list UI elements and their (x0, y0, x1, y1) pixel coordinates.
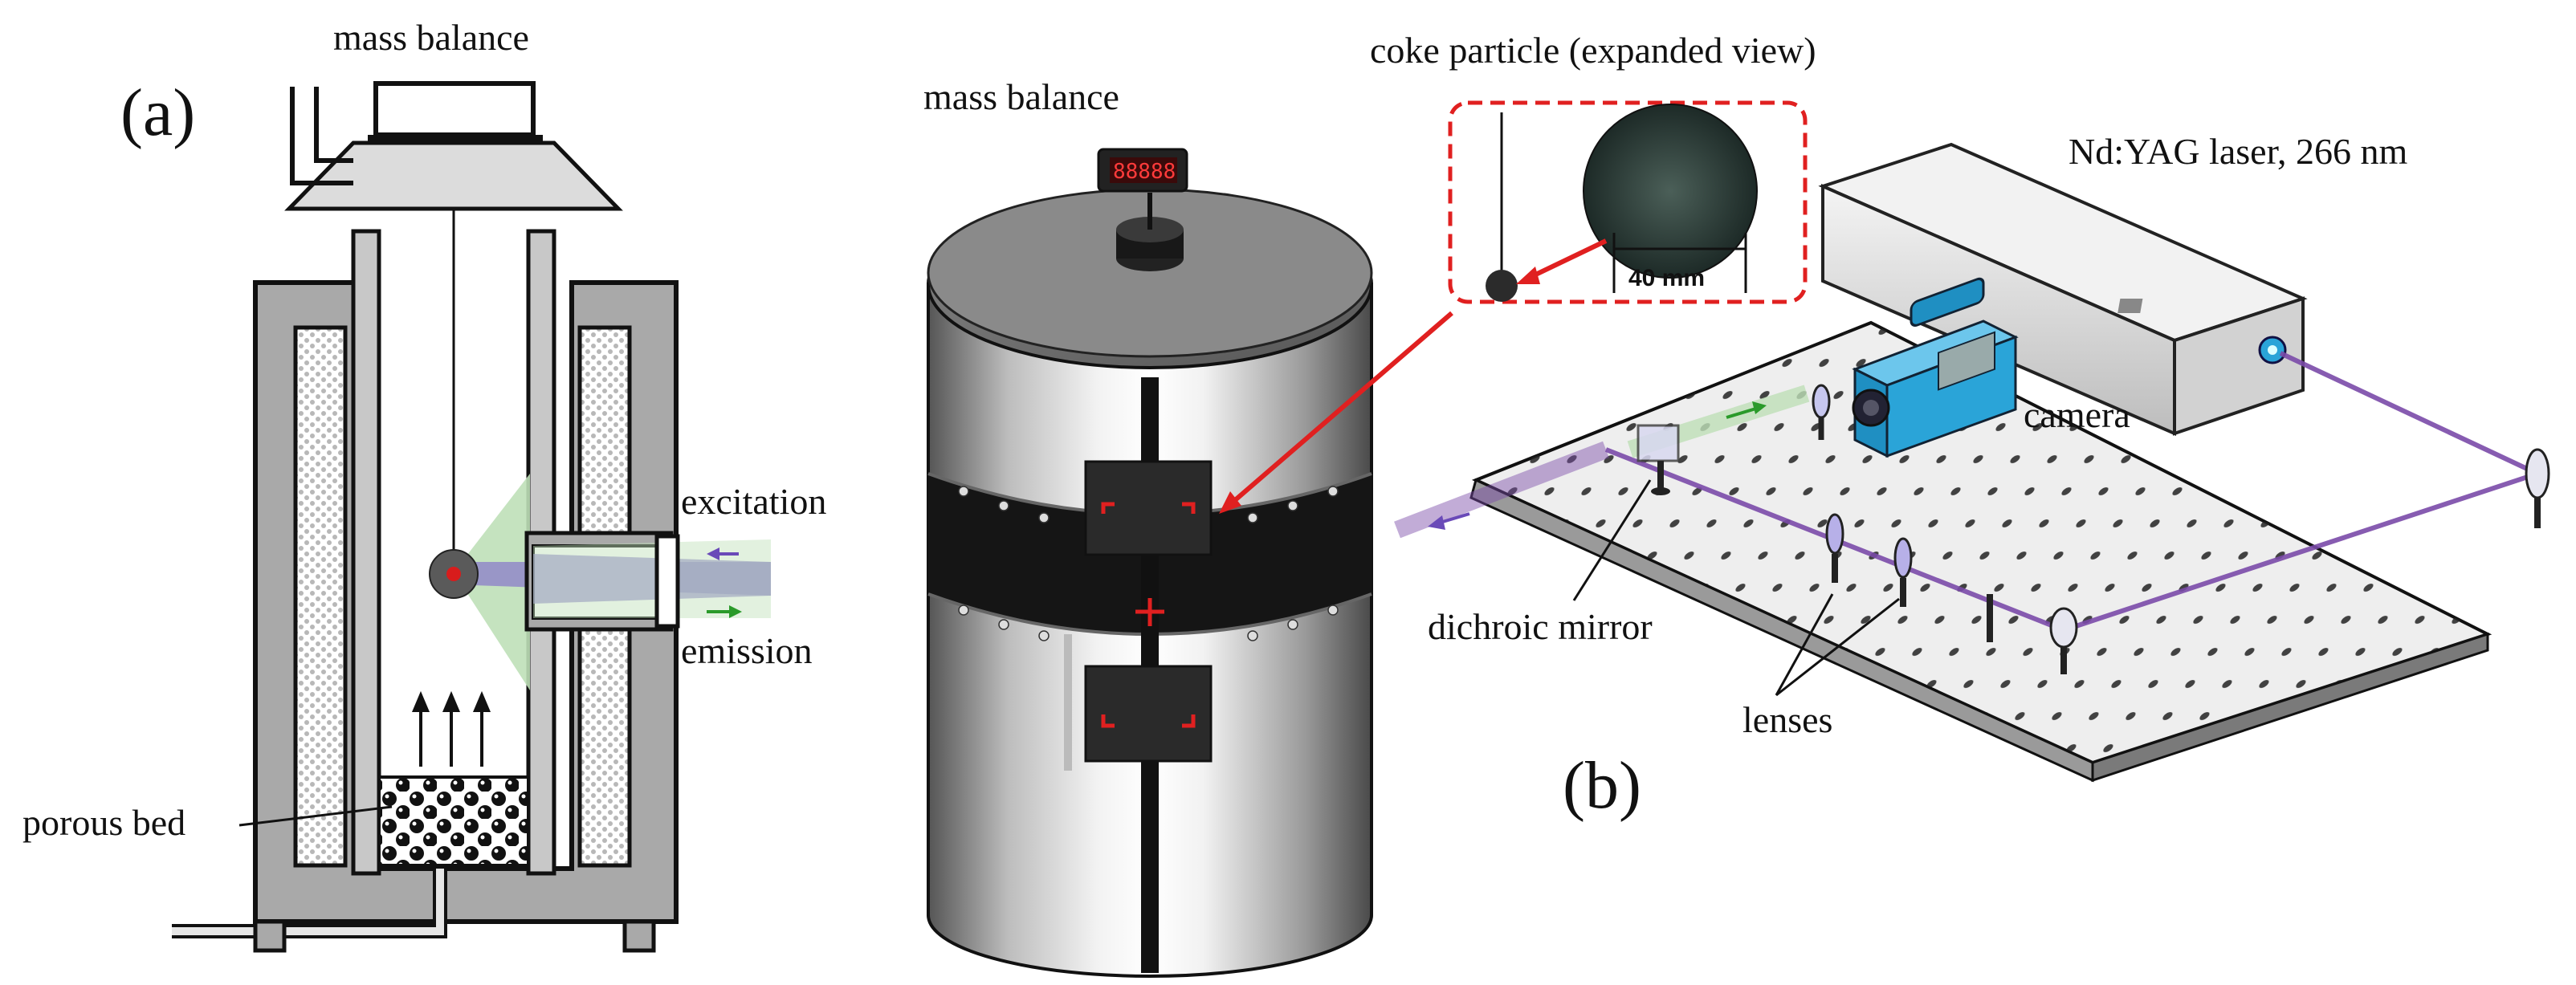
panel-a-tag: (a) (120, 75, 195, 150)
excitation-beam-to-furnace (1394, 441, 1609, 539)
laser-label: Nd:YAG laser, 266 nm (2069, 131, 2408, 172)
lenses-label: lenses (1742, 699, 1832, 740)
camera (1852, 277, 2019, 458)
camera-label: camera (2024, 394, 2130, 435)
mirror-front (2049, 607, 2078, 674)
mirror-near-camera (1812, 384, 1831, 440)
porous-bed-label: porous bed (22, 802, 185, 843)
balance-display: 88888 (1097, 148, 1188, 193)
svg-text:88888: 88888 (1113, 160, 1176, 184)
dichroic-mirror-label: dichroic mirror (1428, 606, 1653, 647)
panel-a-furnace-schematic (172, 81, 771, 953)
emission-label: emission (681, 630, 813, 671)
panel-b-tag: (b) (1563, 748, 1641, 823)
mirror-right (2525, 448, 2550, 528)
dichroic-mirror (1636, 424, 1680, 495)
excitation-label: excitation (681, 481, 826, 522)
cylindrical-furnace: 88888 (927, 148, 1373, 978)
scale-bar-label: 40 mm (1628, 265, 1705, 291)
panel-b-mass-balance-label: mass balance (923, 76, 1119, 117)
coke-particle-callout (1219, 100, 1808, 514)
optical-table (1469, 320, 2492, 783)
balance-schematic (284, 81, 623, 211)
panel-a-mass-balance-label: mass balance (333, 17, 529, 58)
lens-1 (1825, 513, 1844, 583)
lens-2 (1893, 537, 1913, 607)
optics (1636, 384, 2550, 674)
nd-yag-laser (1818, 142, 2308, 437)
coke-particle-label: coke particle (expanded view) (1370, 30, 1816, 71)
